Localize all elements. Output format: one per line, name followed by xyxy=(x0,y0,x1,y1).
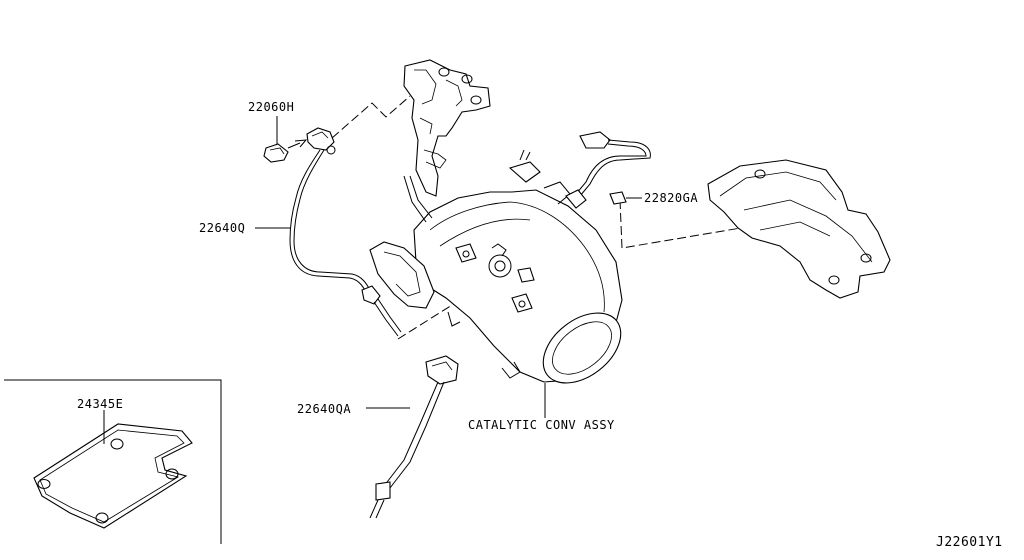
sensor-connector-22060H xyxy=(263,116,336,163)
part-label-22060H: 22060H xyxy=(248,100,295,114)
part-label-catalytic-conv-assy: CATALYTIC CONV ASSY xyxy=(468,418,615,432)
heat-shield-pad-24345E xyxy=(33,410,193,529)
drawing-number: J22601Y1 xyxy=(936,535,1003,550)
part-label-24345E: 24345E xyxy=(77,397,124,411)
part-label-22640Q: 22640Q xyxy=(199,221,246,235)
sensor-cable-22640Q xyxy=(255,149,402,337)
sensor-22820GA xyxy=(565,131,651,209)
part-label-22820GA: 22820GA xyxy=(644,191,699,205)
upper-bracket xyxy=(403,59,491,197)
sensor-22640QA xyxy=(366,355,459,519)
right-heat-shield xyxy=(707,159,891,299)
part-label-22640QA: 22640QA xyxy=(297,402,352,416)
inset-frame xyxy=(4,379,222,544)
catalytic-converter-assy xyxy=(369,149,623,418)
